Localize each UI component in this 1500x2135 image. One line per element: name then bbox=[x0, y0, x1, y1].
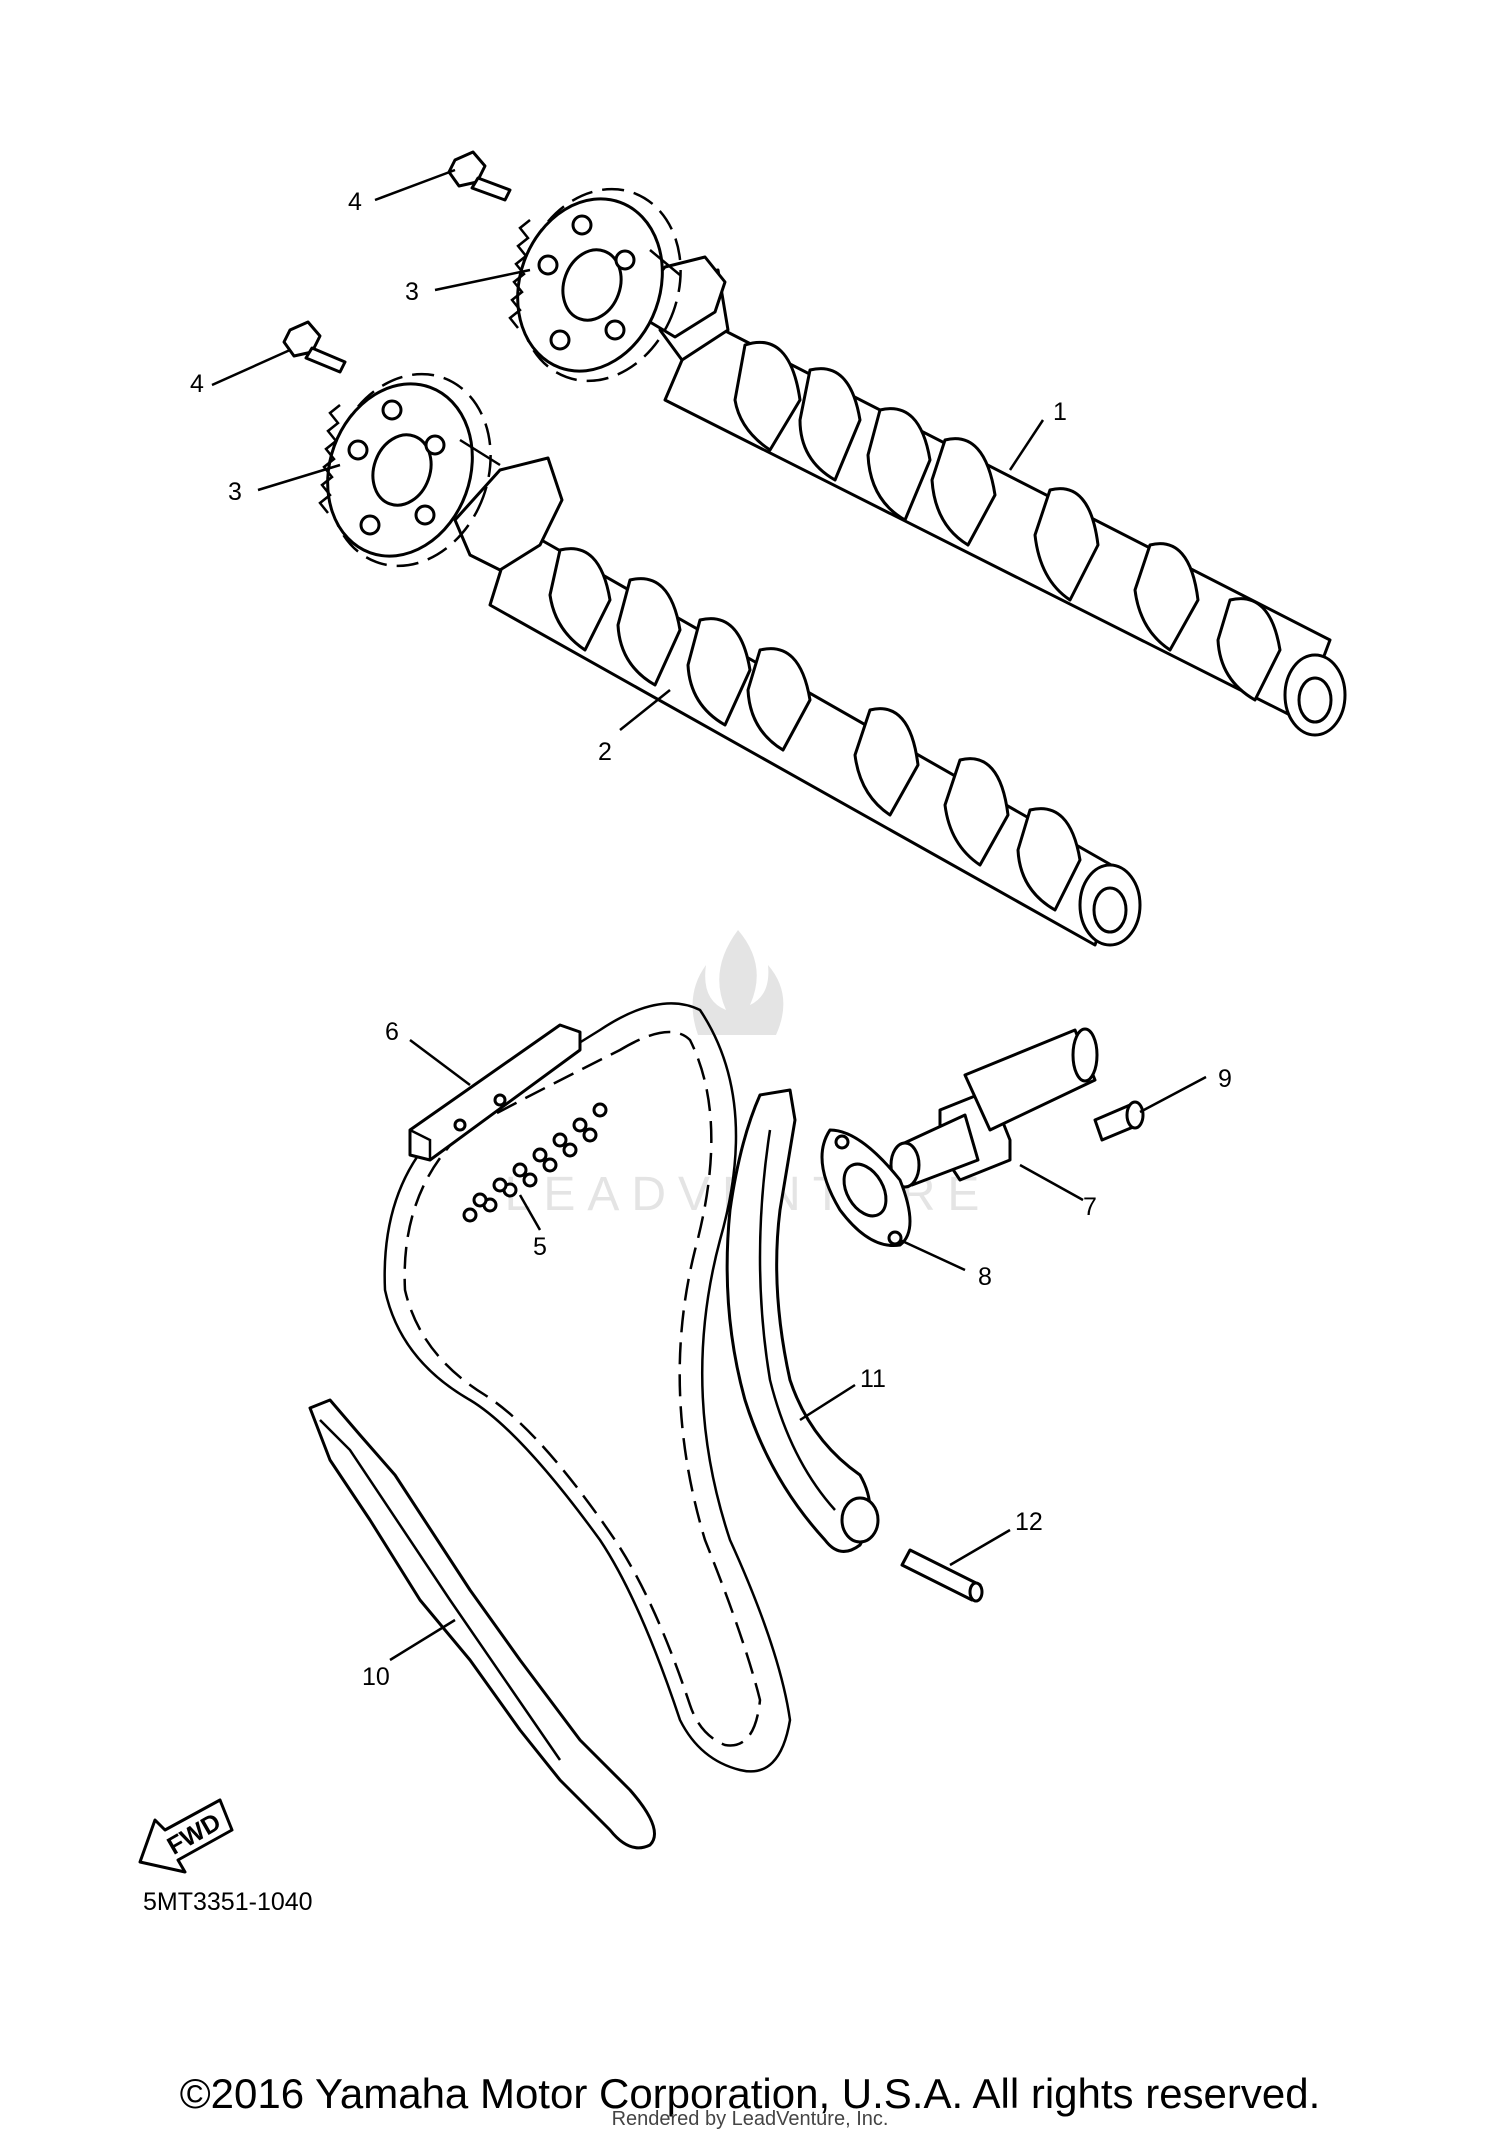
callout-7: 7 bbox=[1083, 1193, 1097, 1221]
callout-6: 6 bbox=[385, 1018, 399, 1046]
bolt-upper bbox=[447, 150, 512, 202]
callout-2: 2 bbox=[598, 738, 612, 766]
chain-links bbox=[462, 1102, 608, 1223]
cam-chain bbox=[383, 1002, 792, 1773]
chain-guide-intake bbox=[308, 1398, 656, 1850]
copyright-notice: ©2016 Yamaha Motor Corporation, U.S.A. A… bbox=[179, 2070, 1321, 2117]
callout-3-upper: 3 bbox=[405, 278, 419, 306]
callout-3-lower: 3 bbox=[228, 478, 242, 506]
cam-chain-tensioner bbox=[889, 1027, 1099, 1189]
leader-lines bbox=[211, 168, 1207, 1662]
chain-guide-exhaust bbox=[725, 1088, 880, 1553]
callout-4-lower: 4 bbox=[190, 370, 204, 398]
cam-sprocket-lower bbox=[318, 372, 501, 568]
cam-sprocket-upper bbox=[508, 187, 682, 383]
rendered-by-notice: Rendered by LeadVenture, Inc. bbox=[611, 2108, 889, 2130]
callout-9: 9 bbox=[1218, 1065, 1232, 1093]
callout-11: 11 bbox=[860, 1365, 886, 1393]
callout-5: 5 bbox=[533, 1233, 547, 1261]
bolt-lower bbox=[282, 320, 347, 374]
callout-12: 12 bbox=[1015, 1508, 1043, 1536]
callout-1: 1 bbox=[1053, 398, 1067, 426]
callout-labels: 1 2 3 3 4 4 5 6 7 8 9 10 11 12 bbox=[190, 188, 1232, 1691]
callout-8: 8 bbox=[978, 1263, 992, 1291]
fwd-arrow: FWD bbox=[138, 1798, 234, 1874]
chain-guide-top bbox=[408, 1023, 582, 1162]
camshaft-2 bbox=[453, 456, 1142, 947]
camshaft-1 bbox=[643, 255, 1347, 737]
callout-10: 10 bbox=[362, 1663, 390, 1691]
guide-pin bbox=[900, 1548, 984, 1603]
diagram-code: 5MT3351-1040 bbox=[143, 1888, 313, 1916]
tensioner-bolt bbox=[1093, 1100, 1145, 1142]
callout-4-upper: 4 bbox=[348, 188, 362, 216]
tensioner-gasket bbox=[820, 1128, 912, 1248]
